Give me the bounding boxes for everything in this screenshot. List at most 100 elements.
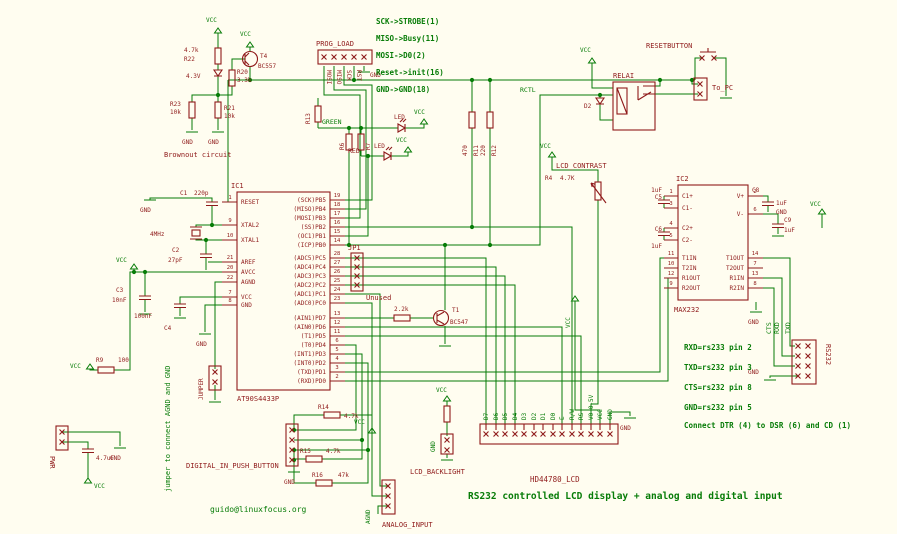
resistor-r20 [228, 69, 236, 87]
pin-number: 14 [334, 238, 341, 244]
pin-label: T1OUT [726, 255, 744, 262]
pin-label: R1IN [730, 275, 745, 282]
r21-value: 10k [224, 113, 235, 120]
pin-number: 4 [669, 221, 673, 227]
pwr-label: PWR [48, 456, 56, 469]
resistor-r23 [188, 101, 196, 119]
capacitor-c2 [199, 253, 213, 259]
pin-label: AGND [241, 279, 256, 286]
resistor-r14 [323, 411, 341, 419]
to-pc-label: To_PC [712, 84, 733, 92]
r16-value: 47k [338, 472, 349, 479]
lcd-pin-label: D2 [531, 412, 538, 420]
vcc-label: VCC [414, 109, 425, 116]
jumper-label: JUMPER [198, 378, 205, 400]
r14-ref: R14 [318, 404, 329, 411]
resistor-r13 [314, 105, 322, 123]
lcd-pads [482, 430, 614, 438]
resistor-r12 [486, 111, 494, 129]
zener-diode [213, 69, 223, 77]
r11-value: 470 [462, 145, 469, 156]
rs232-connector: RS232 CTS RXD TXD GND [748, 322, 832, 385]
trimmer-r4 [590, 181, 607, 204]
c4-ref: C4 [164, 325, 172, 332]
power-capacitor [81, 448, 95, 454]
pin-label: (ADC2)PC2 [293, 282, 326, 289]
pin-label: (MISO)PB4 [293, 206, 326, 213]
prog-load-notes: SCK->STROBE(1) MISO->Busy(11) MOSI->D0(2… [376, 17, 444, 94]
lcd-pin-label: RS [578, 412, 585, 420]
pin-number: 13 [752, 271, 759, 277]
pin-number: 2 [335, 374, 338, 380]
digital-input-block: R14 4.7k R15 4.7k R16 47k VCC GND DIGITA… [186, 404, 365, 487]
reset-button-label: RESETBUTTON [646, 42, 692, 50]
pin-number: 26 [334, 269, 341, 275]
title-block: RS232 controlled LCD display + analog an… [210, 491, 783, 514]
pin-number: 17 [334, 211, 341, 217]
red-net-label: RED [348, 147, 360, 155]
pin-label: (RXD)PD0 [297, 378, 326, 385]
lcd-pin-label: D5 [502, 412, 509, 420]
relay-block: RELAI D2 RCTL VCC [520, 47, 656, 131]
pin-label: AVCC [241, 269, 256, 276]
gnd-label: GND [140, 207, 151, 214]
author-email: guido@linuxfocus.org [210, 505, 307, 514]
lcd-pin-label: E [559, 416, 566, 420]
pin-number: 20 [227, 265, 234, 271]
gnd-label: GND [110, 455, 121, 462]
pin-label: (MOSI)PB3 [293, 215, 326, 222]
pin-label: (ICP)PB0 [297, 242, 326, 249]
resistor-r9 [97, 366, 115, 374]
gnd-label: GND [776, 209, 787, 216]
pin-label: T1IN [682, 255, 697, 262]
pin-label: C1+ [682, 193, 693, 200]
r20-value: 3.3k [237, 77, 252, 84]
relay-body [612, 81, 656, 131]
resistor-r11 [468, 111, 476, 129]
pin-number: 12 [668, 271, 675, 277]
pin-label: (INT0)PD2 [293, 360, 326, 367]
lcd-pin-label: D0 [550, 412, 557, 420]
capacitor-c4 [173, 303, 187, 309]
reset-button: RESETBUTTON [646, 42, 718, 62]
rctl-net-label: RCTL [520, 86, 536, 94]
pin-number: 8 [228, 298, 231, 304]
r6-ref: R6 [339, 142, 346, 150]
pin-number: 6 [753, 207, 756, 213]
vcc-label: VCC [540, 143, 551, 150]
rs232-label: RS232 [824, 344, 832, 365]
backlight-caption: LCD_BACKLIGHT [410, 468, 466, 476]
pin-label: (OC1)PB1 [297, 233, 326, 240]
pin-label: V- [737, 211, 744, 218]
gnd-label: GND [620, 425, 631, 432]
ic2-ref: IC2 [676, 175, 689, 183]
r20-ref: R20 [237, 69, 248, 76]
note-rxd: RXD=rs233 pin 2 [684, 343, 752, 352]
power-cap-value: 4.7uF [96, 455, 114, 462]
analog-in-caption: ANALOG_INPUT [382, 521, 433, 529]
pin-number: 6 [335, 338, 338, 344]
lcd-pin-label: VCC [597, 409, 604, 420]
led-indicators: R13 R6 R7 470 R11 220 R12 GREEN RED LED … [305, 105, 498, 161]
lcd-connector-body [479, 423, 619, 445]
pin-label: (T0)PD4 [301, 342, 327, 349]
vcc-label: VCC [94, 483, 105, 490]
red-led-icon [383, 146, 393, 161]
resistor-r21 [214, 101, 222, 119]
c6-value: 1uF [651, 243, 662, 250]
lcd-pin-stubs [485, 424, 611, 430]
c9-value: 1uF [784, 227, 795, 234]
pin-number: 7 [753, 261, 756, 267]
transistor-t1 [432, 309, 450, 327]
vcc-arrow-symbols [84, 27, 826, 484]
schematic-wires [62, 33, 823, 514]
r7-ref: R7 [365, 142, 372, 150]
jp1-value: Unused [366, 294, 391, 302]
note-sck: SCK->STROBE(1) [376, 17, 439, 26]
d2-ref: D2 [584, 103, 592, 110]
pin-number: 15 [334, 229, 341, 235]
schematic-title: RS232 controlled LCD display + analog an… [468, 491, 783, 502]
pin-label: RESET [241, 199, 259, 206]
pin-label: R2OUT [682, 285, 700, 292]
